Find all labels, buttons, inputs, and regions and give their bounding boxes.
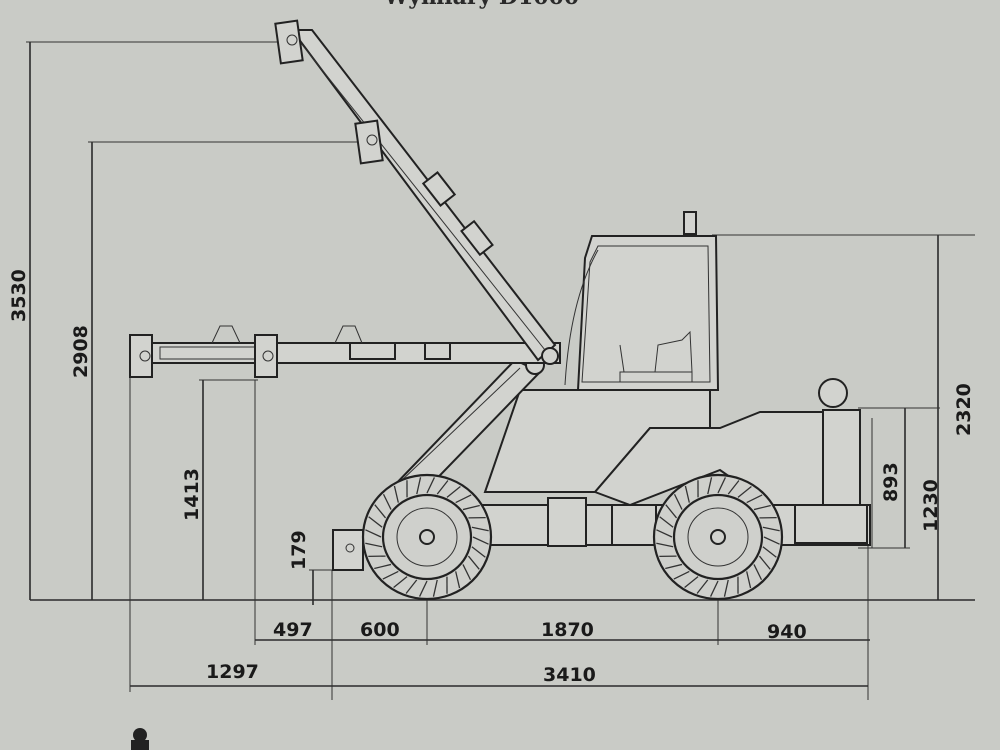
tread-mark [472, 536, 489, 545]
dim-row-2 [129, 345, 868, 692]
tread-mark [673, 570, 690, 580]
label-1297: 1297 [206, 661, 259, 683]
front-attachment [332, 529, 364, 571]
tread-mark [727, 480, 740, 495]
tread-mark [436, 480, 449, 495]
tread-mark [471, 526, 489, 532]
tread-mark [762, 526, 780, 532]
tread-mark [723, 579, 729, 597]
dim-2908 [88, 141, 362, 600]
label-179: 179 [288, 530, 310, 570]
label-3410: 3410 [543, 664, 596, 686]
tread-mark [746, 494, 763, 504]
tread-mark [368, 516, 383, 528]
tread-mark [665, 504, 678, 519]
boom-raised [274, 19, 559, 365]
tread-mark [696, 579, 709, 594]
label-893: 893 [880, 462, 902, 502]
tread-mark [753, 504, 771, 511]
label-1870: 1870 [541, 619, 594, 641]
tread-mark [753, 564, 763, 581]
dim-2320 [712, 234, 975, 600]
label-497: 497 [273, 619, 313, 641]
label-2320: 2320 [953, 383, 975, 436]
tread-mark [393, 485, 399, 503]
tread-mark [382, 493, 392, 510]
tread-mark [455, 571, 461, 589]
tread-mark [462, 504, 480, 511]
drawing-title: Wymiary D1000 [383, 0, 579, 10]
tread-mark [673, 493, 683, 510]
tread-mark [684, 485, 690, 503]
tread-mark [684, 576, 699, 589]
tread-mark [416, 477, 422, 495]
tread-mark [365, 529, 382, 538]
dim-1230 [858, 407, 940, 549]
tread-mark [446, 485, 461, 498]
tread-mark [763, 536, 780, 545]
tread-mark [432, 579, 438, 597]
tread-mark [707, 477, 713, 495]
tread-mark [418, 580, 428, 597]
tread-mark [709, 580, 719, 597]
label-1413: 1413 [181, 468, 203, 521]
bottom-glyph [131, 728, 149, 750]
tread-mark [746, 571, 752, 589]
dim-1413 [199, 379, 258, 600]
tread-mark [737, 485, 752, 498]
engine-cover [818, 378, 861, 506]
tread-mark [374, 504, 387, 519]
tread-mark [374, 563, 392, 570]
tread-mark [656, 542, 674, 548]
tread-mark [393, 576, 408, 589]
label-600: 600 [360, 619, 400, 641]
tread-mark [762, 546, 777, 558]
label-1230: 1230 [920, 479, 942, 532]
tread-mark [455, 494, 472, 504]
front-wheel [361, 473, 493, 601]
tread-mark [717, 477, 727, 494]
label-3530: 3530 [8, 269, 30, 322]
tread-mark [462, 564, 472, 581]
dim-3530 [26, 41, 280, 600]
tread-mark [467, 555, 480, 570]
machine-body [483, 389, 861, 507]
cab [564, 211, 720, 391]
tread-mark [426, 477, 436, 494]
tyre-treads [365, 477, 780, 597]
tread-mark [656, 529, 673, 538]
tread-mark [758, 555, 771, 570]
label-2908: 2908 [70, 325, 92, 378]
tread-mark [665, 563, 683, 570]
tread-mark [405, 579, 418, 594]
label-940: 940 [767, 621, 807, 643]
tread-mark [382, 570, 399, 580]
boom-horizontal [129, 325, 561, 378]
tread-mark [659, 516, 674, 528]
tread-mark [365, 542, 383, 548]
rear-wheel [652, 473, 784, 601]
tread-mark [471, 546, 486, 558]
